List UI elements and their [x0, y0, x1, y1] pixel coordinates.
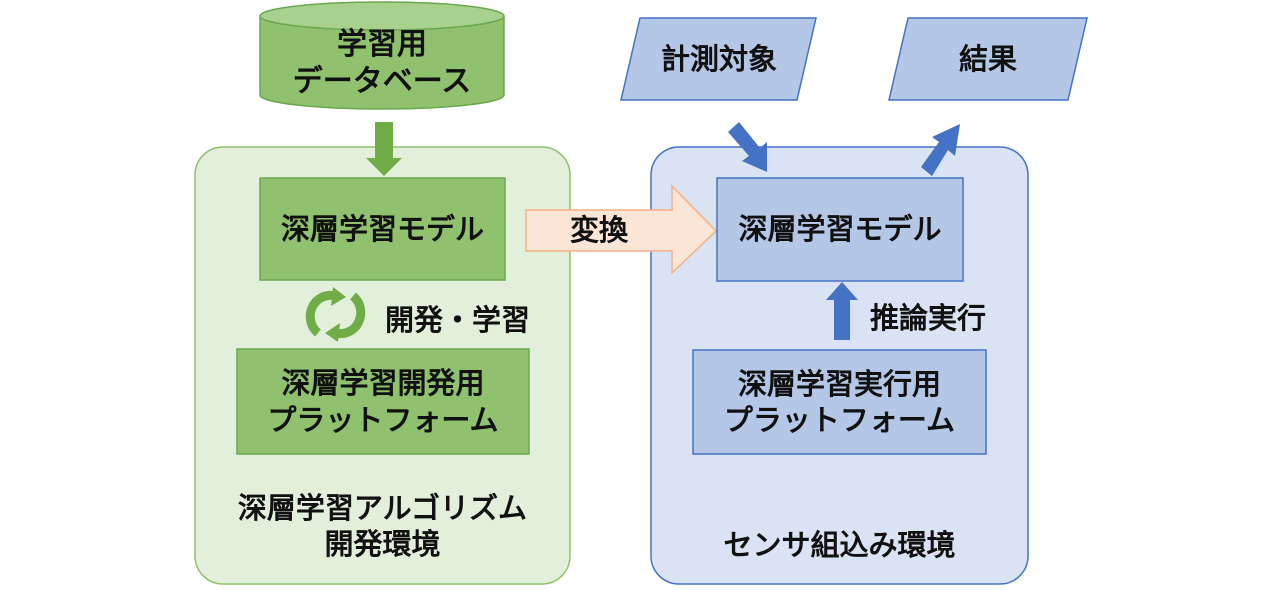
database-label: 学習用 データベース	[292, 26, 472, 100]
dev-platform-label: 深層学習開発用 プラットフォーム	[267, 366, 499, 437]
input-arrow-icon	[728, 122, 767, 172]
sensor-platform-label: 深層学習実行用 プラットフォーム	[723, 366, 956, 437]
dev-model-label: 深層学習モデル	[280, 211, 484, 246]
database-cylinder	[259, 1, 505, 110]
up-arrow-icon	[826, 282, 858, 340]
cycle-label: 開発・学習	[385, 302, 531, 337]
input-label: 計測対象	[660, 41, 777, 76]
cycle-arrows-icon	[305, 287, 366, 342]
dev-platform-box	[236, 348, 530, 455]
dev-model-box	[259, 177, 506, 281]
sensor-model-label: 深層学習モデル	[738, 212, 942, 247]
output-arrow-icon	[921, 124, 960, 176]
convert-label: 変換	[569, 213, 628, 248]
output-label: 結果	[958, 41, 1017, 76]
sensor-model-box	[716, 177, 964, 282]
inference-label: 推論実行	[870, 300, 987, 335]
sensor-environment-label: センサ組込み環境	[723, 527, 956, 562]
output-parallelogram	[888, 17, 1088, 101]
convert-arrow	[525, 184, 718, 275]
dev-environment-label: 深層学習アルゴリズム 開発環境	[237, 490, 528, 561]
sensor-platform-box	[692, 349, 987, 455]
input-parallelogram	[620, 17, 817, 101]
down-arrow-icon	[366, 122, 402, 176]
